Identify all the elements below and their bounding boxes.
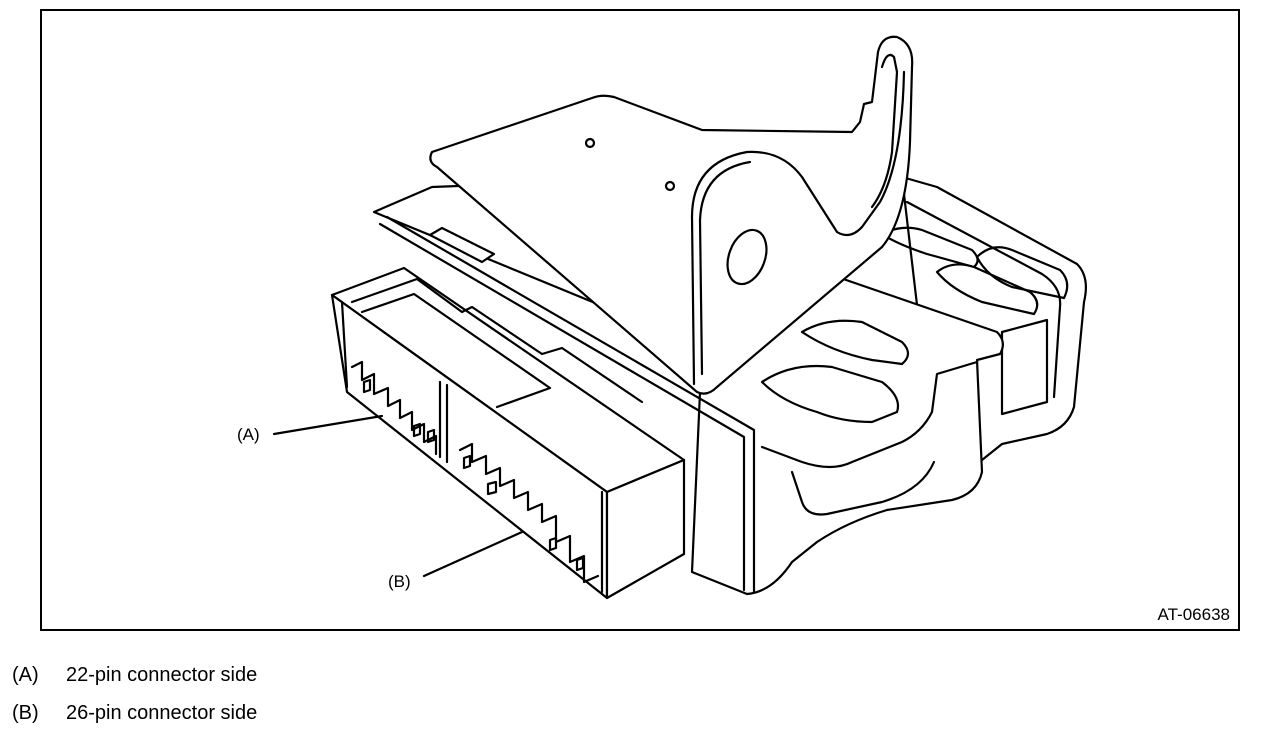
housing-top-ribbing-2 xyxy=(800,319,910,366)
connector-pins-b xyxy=(458,442,600,584)
mounting-bracket xyxy=(429,35,914,395)
bracket-fold-line-2 xyxy=(698,160,752,376)
bracket-slot-hole xyxy=(726,228,768,286)
control-module-drawing xyxy=(272,35,1087,600)
connector-top-ridge xyxy=(350,277,644,404)
housing-right-slot xyxy=(1000,318,1049,416)
legend-item-a: (A) 22-pin connector side xyxy=(12,663,257,687)
housing-top-edge-2 xyxy=(385,215,756,594)
connector-top-ridge-2 xyxy=(360,292,552,409)
housing-right-rib xyxy=(905,200,1062,399)
callout-a-label: (A) xyxy=(237,425,260,444)
legend-text: 22-pin connector side xyxy=(66,664,258,686)
bracket-hole-2 xyxy=(664,180,676,192)
callout-b-label: (B) xyxy=(388,572,411,591)
connector-pins-a xyxy=(350,360,438,456)
connector-pin-slots xyxy=(362,378,585,572)
housing-label-slot xyxy=(428,226,496,264)
bracket-hole-1 xyxy=(584,137,596,149)
legend-text: 26-pin connector side xyxy=(66,702,258,724)
housing-front-lip xyxy=(760,360,979,469)
connector-face-edge xyxy=(340,300,604,594)
legend-key: (A) xyxy=(12,664,39,686)
bracket-fold-line xyxy=(690,70,906,386)
housing-main xyxy=(372,180,1004,596)
legend-item-b: (B) 26-pin connector side xyxy=(12,701,257,725)
housing-right-rib-4 xyxy=(880,226,979,269)
connector-divider xyxy=(438,380,449,464)
callout-a-leader xyxy=(272,414,384,436)
housing-front-lip-2 xyxy=(790,460,936,516)
callout-b-leader xyxy=(422,530,524,578)
housing-right-rib-3 xyxy=(935,263,1039,316)
legend-key: (B) xyxy=(12,702,39,724)
figure-code: AT-06638 xyxy=(1157,605,1230,624)
connector-side xyxy=(605,458,686,600)
housing-top-ribbing xyxy=(760,364,900,424)
bracket-inner-edge xyxy=(870,53,899,209)
figure-frame: (A) (B) AT-06638 xyxy=(40,9,1240,631)
housing-top-edge xyxy=(378,222,746,592)
